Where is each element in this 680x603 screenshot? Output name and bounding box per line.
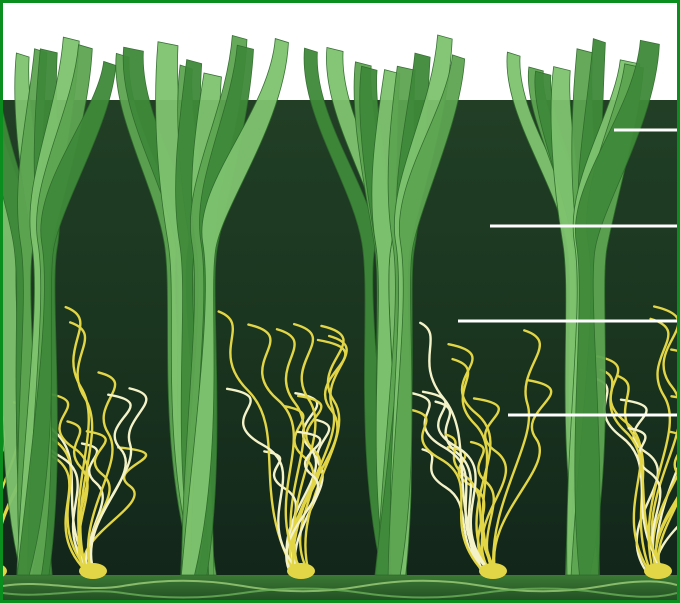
fiber-tuft-base — [479, 563, 507, 579]
turf-cross-section-illustration — [3, 3, 677, 600]
fiber-tuft-base — [79, 563, 107, 579]
fiber-tuft-base — [287, 563, 315, 579]
fiber-tuft-base — [644, 563, 672, 579]
